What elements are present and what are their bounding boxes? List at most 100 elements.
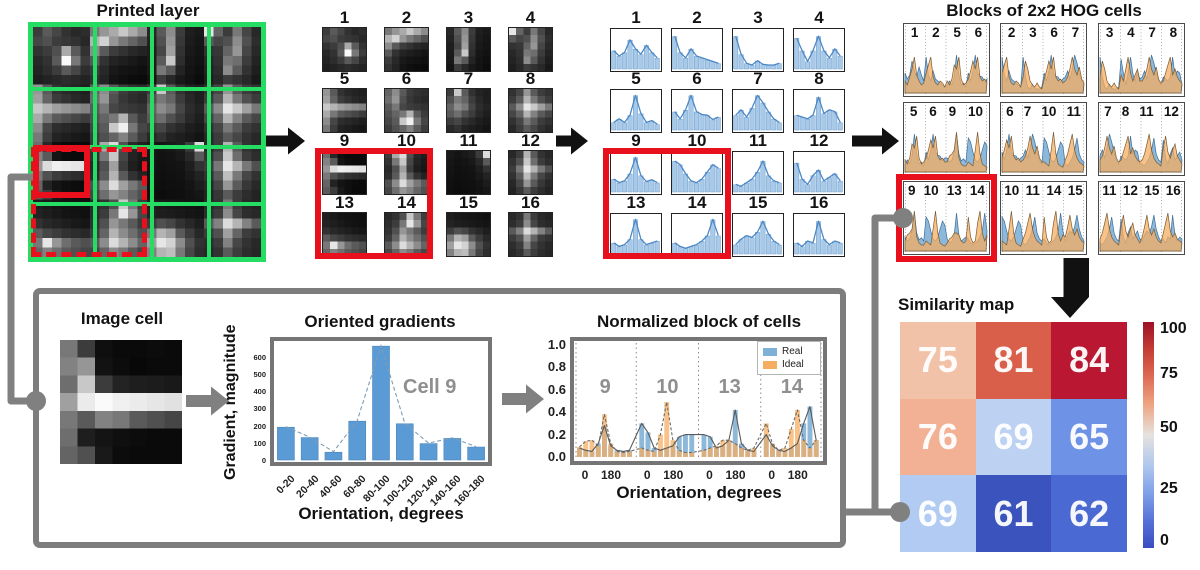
og-ytick-600: 600 bbox=[253, 352, 266, 362]
cell-patch-11 bbox=[446, 150, 491, 195]
block-cell-label-7: 7 bbox=[1071, 25, 1080, 40]
histogram-number-13: 13 bbox=[626, 193, 646, 212]
cell-patch-16 bbox=[508, 212, 553, 257]
block-cell-label-2: 2 bbox=[932, 25, 940, 40]
cell-patch-1 bbox=[322, 27, 367, 72]
cell-histogram-7 bbox=[732, 89, 784, 133]
printed-layer-image bbox=[28, 22, 266, 262]
cell-number-14: 14 bbox=[397, 193, 416, 212]
cell-number-16: 16 bbox=[521, 193, 540, 212]
cell-patch-12 bbox=[508, 150, 553, 195]
cell-histogram-plot-4 bbox=[794, 35, 843, 70]
block-cell-label-9: 9 bbox=[948, 104, 957, 119]
nb-xtick-180: 180 bbox=[787, 468, 808, 482]
cell-patch-9 bbox=[322, 150, 367, 195]
nb-ytick-0.0: 0.0 bbox=[547, 449, 566, 464]
cell-patch-6 bbox=[384, 88, 429, 133]
cell-number-9: 9 bbox=[339, 131, 350, 150]
block-cell-label-4: 4 bbox=[1127, 25, 1135, 40]
cell-histogram-4 bbox=[793, 28, 845, 72]
green-grid-line-h bbox=[33, 202, 261, 206]
oriented-gradients-title: Oriented gradients bbox=[304, 312, 456, 331]
block-plot bbox=[904, 105, 988, 173]
cell-histogram-plot-8 bbox=[794, 96, 843, 131]
histogram-number-10: 10 bbox=[687, 131, 707, 150]
cell-histogram-2 bbox=[671, 28, 723, 72]
cell-histogram-plot-3 bbox=[733, 36, 782, 70]
block-cell-label-12: 12 bbox=[1163, 104, 1179, 119]
cell-histogram-plot-11 bbox=[733, 160, 782, 193]
histogram-number-7: 7 bbox=[753, 69, 763, 88]
block-cell-label-3: 3 bbox=[1029, 25, 1037, 40]
cell-number-11: 11 bbox=[459, 131, 478, 150]
block-plot bbox=[1099, 184, 1183, 252]
nb-ytick-0.8: 0.8 bbox=[547, 359, 566, 375]
block-cell-label-7: 7 bbox=[1023, 104, 1032, 119]
histogram-number-14: 14 bbox=[687, 193, 707, 212]
block-cell-label-6: 6 bbox=[1050, 25, 1058, 40]
nb-ytick-0.6: 0.6 bbox=[547, 381, 566, 397]
og-ytick-0: 0 bbox=[261, 456, 266, 465]
cell-number-8: 8 bbox=[525, 69, 536, 88]
green-grid-line-v bbox=[207, 27, 211, 257]
cell-histogram-3 bbox=[732, 28, 784, 72]
legend-ideal-label: Ideal bbox=[782, 359, 804, 370]
similarity-cell-r1c2: 81 bbox=[975, 322, 1052, 399]
nb-cell-label-9: 9 bbox=[599, 376, 611, 398]
colorbar-tick-75: 75 bbox=[1160, 365, 1178, 382]
ideal-swatch bbox=[763, 360, 777, 369]
similarity-cell-r3c2: 61 bbox=[975, 475, 1052, 552]
og-bars bbox=[277, 343, 485, 461]
cell-histogram-1 bbox=[610, 28, 662, 72]
cell-patch-3 bbox=[446, 27, 491, 72]
histogram-number-16: 16 bbox=[809, 193, 829, 212]
cell-patch-14 bbox=[384, 212, 429, 257]
nb-xtick-180: 180 bbox=[663, 468, 684, 482]
blocks-title: Blocks of 2x2 HOG cells bbox=[946, 1, 1142, 20]
cell-patch-5 bbox=[322, 88, 367, 133]
cell-number-10: 10 bbox=[397, 131, 416, 150]
cell-histogram-8 bbox=[793, 89, 845, 133]
cell-patch-4 bbox=[508, 27, 553, 72]
block-cell-label-2: 2 bbox=[1007, 25, 1016, 40]
cell-number-2: 2 bbox=[401, 8, 412, 27]
cell-number-13: 13 bbox=[335, 193, 354, 212]
nb-xtick-0: 0 bbox=[706, 468, 713, 482]
cell-histogram-5 bbox=[610, 89, 662, 133]
block-cell-label-5: 5 bbox=[953, 25, 961, 40]
cell-histogram-plot-16 bbox=[794, 220, 843, 255]
block-plot bbox=[1001, 184, 1085, 252]
histogram-number-9: 9 bbox=[631, 131, 641, 150]
histogram-number-12: 12 bbox=[809, 131, 829, 150]
colorbar-tick-0: 0 bbox=[1160, 532, 1169, 549]
og-cell-annotation: Cell 9 bbox=[403, 376, 457, 398]
green-grid-line-h bbox=[33, 87, 261, 91]
similarity-cell-r3c3: 62 bbox=[1051, 475, 1127, 552]
cell-histogram-plot-7 bbox=[733, 94, 782, 131]
cell-patch-8 bbox=[508, 88, 553, 133]
block-cell-label-11: 11 bbox=[1066, 104, 1081, 119]
similarity-cell-r1c3: 84 bbox=[1051, 322, 1127, 399]
block-cell-label-10: 10 bbox=[968, 104, 984, 119]
cell-grid-red-outline bbox=[315, 148, 433, 259]
block-cell-label-6: 6 bbox=[929, 104, 937, 119]
block-cell-label-9: 9 bbox=[908, 183, 916, 198]
block-plot bbox=[904, 184, 988, 252]
og-ytick-200: 200 bbox=[253, 421, 266, 431]
histogram-grid-red-outline bbox=[603, 148, 731, 259]
nb-legend: Real Ideal bbox=[757, 341, 821, 375]
nb-cell-label-13: 13 bbox=[718, 376, 741, 398]
